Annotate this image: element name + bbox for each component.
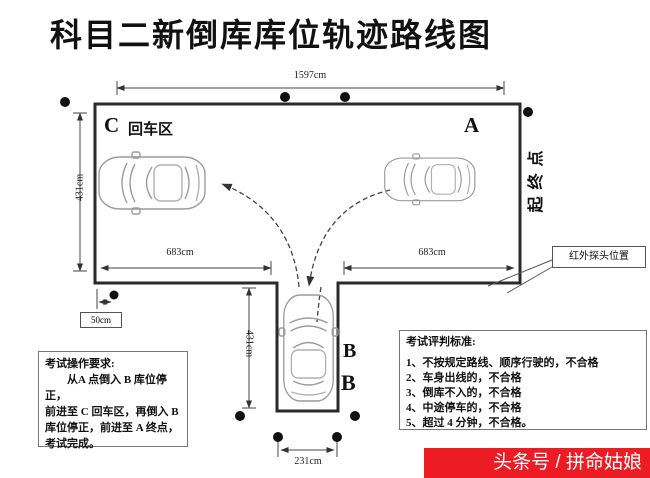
watermark-banner: 头条号 / 拼命姑娘 [424, 448, 650, 478]
course-boundary [93, 102, 522, 413]
trajectory-a-to-b [306, 189, 391, 287]
zone-c-name: 回车区 [128, 122, 174, 138]
sensor-dot [235, 411, 245, 421]
exam-criteria-box: 考试评判标准: 1、不按规定路线、顺序行驶的，不合格 2、车身出线的，不合格 3… [399, 330, 647, 430]
dim-garage-depth: 431cm [243, 329, 255, 358]
exam-operation-box: 考试操作要求: 从A 点倒入 B 库位停正， 前进至 C 回车区，再倒入 B 库… [38, 351, 188, 450]
dim-top-width: 1597cm [293, 70, 327, 81]
sensor-dot [273, 432, 283, 442]
start-end-point-label: 起终点 [528, 143, 545, 213]
car-b-garage [278, 294, 339, 402]
criteria-item: 5、超过 4 分钟，不合格。 [406, 417, 533, 429]
zone-a-letter: A [464, 113, 480, 137]
callout-leader-lines [487, 259, 553, 294]
car-a-area [384, 153, 476, 206]
dimension-lines [73, 81, 515, 457]
trajectory-garage-entry [316, 286, 322, 323]
zone-c-letter: C [104, 113, 120, 137]
sensor-dot [280, 92, 290, 102]
trajectory-b-to-c [221, 183, 300, 288]
ops-line: 库位停正，前进至 A 终点， [45, 422, 179, 434]
dim-garage-width: 231cm [294, 456, 322, 467]
page-title: 科目二新倒库库位轨迹路线图 [50, 17, 493, 53]
ops-line: 前进至 C 回车区，再倒入 B [45, 406, 179, 418]
infrared-sensor-dots [60, 92, 533, 442]
dim-right-section: 683cm [418, 247, 446, 258]
criteria-title: 考试评判标准: [406, 336, 476, 348]
sensor-dot [350, 411, 360, 421]
zone-b-letter-2: B [341, 370, 356, 395]
sensor-dot [332, 432, 342, 442]
infrared-camera-callout: 红外探头位置 [552, 246, 646, 268]
dim-left-section: 683cm [166, 247, 194, 258]
sensor-dot [109, 290, 119, 300]
criteria-item: 4、中途停车的，不合格 [406, 402, 522, 414]
sensor-dot [340, 92, 350, 102]
dim-left-height: 431cm [74, 173, 86, 202]
ops-title: 考试操作要求: [45, 358, 115, 370]
car-c-area [98, 151, 206, 215]
ops-line: 从A 点倒入 B 库位停正， [45, 374, 167, 402]
dim-sensor-offset: 50cm [80, 312, 122, 328]
trajectory-paths [221, 183, 391, 323]
criteria-item: 3、倒库不入的，不合格 [406, 387, 522, 399]
zone-b-letter-1: B [343, 340, 357, 362]
ops-line: 考试完成。 [45, 438, 100, 450]
sensor-dot [523, 107, 533, 117]
sensor-dot [60, 97, 70, 107]
criteria-item: 2、车身出线的，不合格 [406, 372, 522, 384]
criteria-item: 1、不按规定路线、顺序行驶的，不合格 [406, 357, 599, 369]
